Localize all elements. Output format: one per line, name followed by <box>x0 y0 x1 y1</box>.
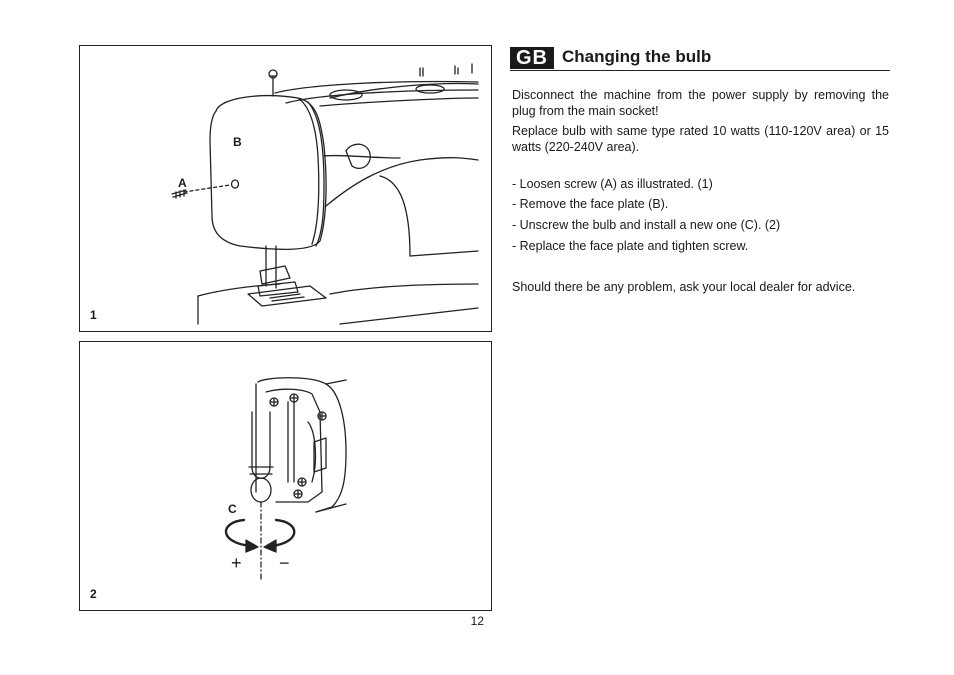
advice-paragraph: Should there be any problem, ask your lo… <box>512 280 856 294</box>
label-c: C <box>228 502 237 516</box>
plus-sign: + <box>231 553 242 573</box>
minus-sign: − <box>279 553 290 573</box>
figure-1: A B 1 <box>79 45 492 332</box>
list-item: - Replace the face plate and tighten scr… <box>512 239 749 253</box>
section-heading: GB Changing the bulb <box>510 45 890 71</box>
language-badge: GB <box>510 47 554 69</box>
list-item: - Unscrew the bulb and install a new one… <box>512 218 781 232</box>
disconnect-paragraph: Disconnect the machine from the power su… <box>512 88 889 118</box>
sewing-machine-illustration <box>171 63 479 325</box>
page-title: Changing the bulb <box>562 47 712 66</box>
figure-2: C + − 2 <box>79 341 492 611</box>
list-item: - Loosen screw (A) as illustrated. (1) <box>512 177 713 191</box>
step-list: - Loosen screw (A) as illustrated. (1) -… <box>512 176 889 258</box>
label-a: A <box>178 176 187 190</box>
figure-number: 2 <box>90 587 97 601</box>
label-b: B <box>233 135 242 149</box>
figure-number: 1 <box>90 308 97 322</box>
replace-paragraph: Replace bulb with same type rated 10 wat… <box>512 124 889 154</box>
list-item: - Remove the face plate (B). <box>512 197 669 211</box>
page-number: 12 <box>470 614 484 628</box>
bulb-illustration <box>224 377 347 583</box>
